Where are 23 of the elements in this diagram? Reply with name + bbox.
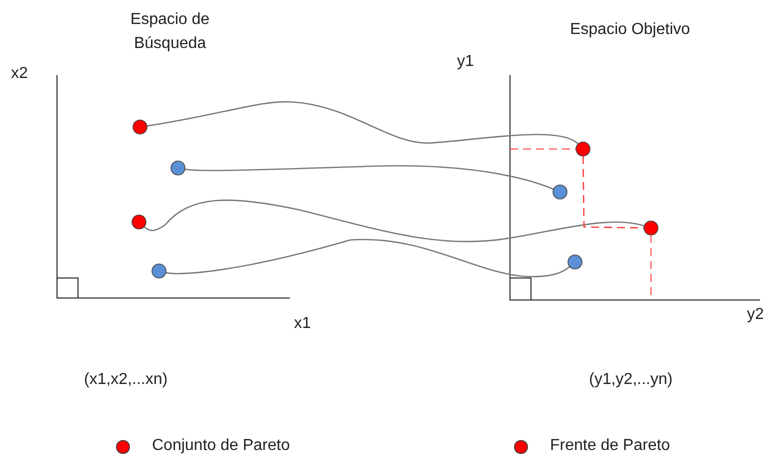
solution-point: [576, 142, 590, 156]
legend-label: Frente de Pareto: [550, 436, 670, 456]
mapping-curve: [146, 101, 579, 144]
vector-label: (x1,x2,...xn): [84, 370, 168, 390]
axis-label: y1: [457, 52, 474, 72]
axis-label: y2: [747, 305, 764, 325]
axis-label: x2: [11, 64, 28, 84]
mapping-curve: [184, 165, 554, 190]
vector-label: (y1,y2,...yn): [589, 370, 673, 390]
section-title: Espacio de Búsqueda: [129, 10, 211, 54]
mapping-curve: [144, 200, 644, 242]
solution-point: [132, 214, 146, 230]
mapping-curve: [166, 238, 570, 278]
solution-point: [132, 120, 148, 134]
axis-label: x1: [294, 314, 311, 334]
solution-point: [644, 220, 658, 236]
solution-point: [552, 184, 568, 200]
solution-point: [152, 264, 166, 278]
legend-label: Conjunto de Pareto: [152, 436, 290, 456]
solution-point: [170, 160, 186, 176]
section-title: Espacio Objetivo: [568, 20, 692, 40]
solution-point: [568, 254, 582, 270]
mapping-curve: [582, 156, 644, 229]
